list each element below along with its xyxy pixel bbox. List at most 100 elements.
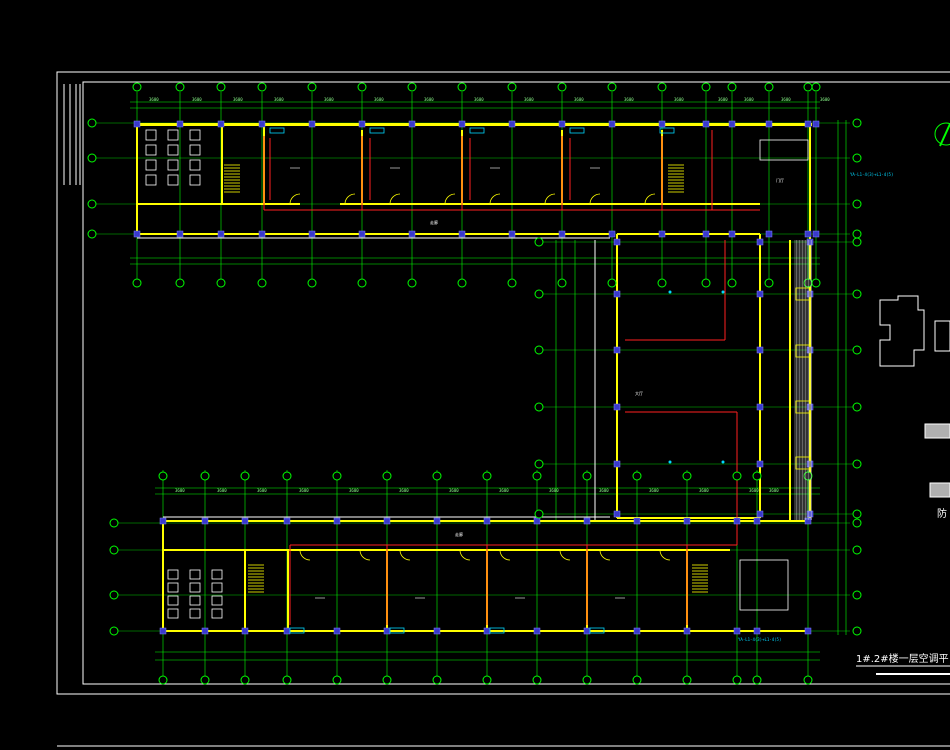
column (812, 230, 820, 238)
column (383, 627, 391, 635)
axis-bubble (732, 675, 742, 685)
walls (136, 123, 812, 632)
drawing-frame-outer (56, 71, 950, 695)
toilet-stall (211, 608, 223, 619)
column (756, 290, 764, 298)
axis-bubble (811, 82, 821, 92)
column (683, 627, 691, 635)
toilet-stall (167, 595, 179, 606)
axis-bubbles (87, 82, 862, 685)
axis-bubble (507, 82, 517, 92)
axis-bubble (532, 675, 542, 685)
column (728, 230, 736, 238)
axis-bubble (852, 229, 862, 239)
axis-bubble (200, 675, 210, 685)
toilet-stall (189, 569, 201, 580)
hall-label: 大厅 (635, 390, 643, 396)
axis-bubble (482, 675, 492, 685)
axis-bubble (582, 675, 592, 685)
diffuser (721, 290, 725, 294)
column (433, 627, 441, 635)
axis-bubble (87, 153, 97, 163)
axis-bubble (240, 471, 250, 481)
column (458, 120, 466, 128)
equipment-room (759, 139, 809, 161)
axis-bubble (382, 471, 392, 481)
axis-bubble (607, 82, 617, 92)
door-swing (289, 193, 301, 205)
fan-coil-unit (389, 627, 405, 634)
column (176, 230, 184, 238)
toilet-stall (189, 144, 201, 156)
axis-bubble (852, 626, 862, 636)
toilet-stall (145, 159, 157, 171)
axis-bubble (457, 82, 467, 92)
toilet-stall (145, 174, 157, 186)
axis-bubble (701, 82, 711, 92)
axis-bubble (852, 459, 862, 469)
dimension-text: 3600 (175, 488, 185, 493)
dimension-text: 3600 (299, 488, 309, 493)
axis-bubble (257, 82, 267, 92)
axis-bubble (534, 345, 544, 355)
toilet-stall (211, 582, 223, 593)
axis-bubble (852, 518, 862, 528)
column (756, 510, 764, 518)
axis-bubble (357, 82, 367, 92)
right-room-label: 门厅 (776, 177, 784, 183)
axis-bubble (727, 278, 737, 288)
column (358, 120, 366, 128)
column (308, 230, 316, 238)
toilet-stall (167, 569, 179, 580)
dimension-text: 3600 (274, 97, 284, 102)
toilet-stall (189, 608, 201, 619)
fan-coil-unit (589, 627, 605, 634)
column (583, 517, 591, 525)
axis-bubble (432, 471, 442, 481)
fan-coil-unit (659, 127, 675, 134)
dimension-text: 3600 (599, 488, 609, 493)
toilet-stall (211, 569, 223, 580)
door-swing (444, 193, 456, 205)
axis-bubble (852, 509, 862, 519)
column (159, 517, 167, 525)
column (159, 627, 167, 635)
column (658, 120, 666, 128)
axis-bubble (752, 675, 762, 685)
axis-bubble (764, 82, 774, 92)
axis-bubble (282, 675, 292, 685)
column (753, 517, 761, 525)
dimension-text: 3600 (649, 488, 659, 493)
ac-outlet (795, 456, 811, 470)
axis-bubble (307, 278, 317, 288)
axis-bubble (457, 278, 467, 288)
column (613, 460, 621, 468)
column (483, 627, 491, 635)
axis-bubble (657, 278, 667, 288)
toilet-stall (189, 582, 201, 593)
column (613, 403, 621, 411)
axis-bubble (582, 471, 592, 481)
axis-bubble (852, 199, 862, 209)
toilet-stall (167, 582, 179, 593)
axis-bubble (257, 278, 267, 288)
toilet-stall (189, 159, 201, 171)
column (283, 627, 291, 635)
legend-swatch-1 (924, 423, 950, 439)
column (613, 346, 621, 354)
column (241, 517, 249, 525)
column (613, 290, 621, 298)
dimension-text: 3600 (217, 488, 227, 493)
toilet-stall (167, 174, 179, 186)
axis-bubble (534, 402, 544, 412)
column (558, 230, 566, 238)
dimension-text: 3600 (233, 97, 243, 102)
column (558, 120, 566, 128)
axis-bubble (332, 675, 342, 685)
axis-bubble (682, 471, 692, 481)
column (176, 120, 184, 128)
axis-bubble (532, 471, 542, 481)
plan-details (145, 127, 812, 634)
door-swing (399, 549, 411, 561)
